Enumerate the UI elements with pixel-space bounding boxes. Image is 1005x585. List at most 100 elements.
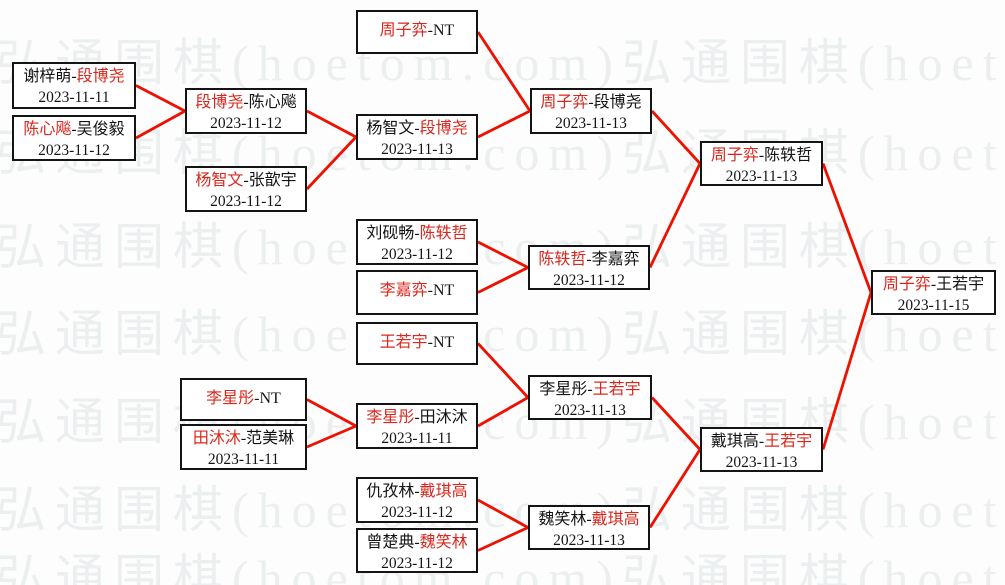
name-separator: -: [758, 433, 765, 450]
match-players: 曾楚典-魏笑林: [358, 532, 476, 553]
match-players: 周子弈-王若宇: [873, 274, 994, 295]
match-players: 陈轶哲-李嘉弈: [530, 249, 648, 270]
player-name-left: 田沐沐: [192, 430, 241, 447]
match-players: 周子弈-NT: [358, 20, 476, 41]
name-separator: -: [71, 121, 77, 138]
match-date: 2023-11-13: [725, 454, 798, 471]
match-box-r5-zhou-chen: 周子弈-陈轶哲 2023-11-13: [700, 141, 823, 186]
player-name-left: 李星彤: [206, 390, 255, 407]
player-name-left: 陈轶哲: [538, 251, 587, 268]
match-date: 2023-11-13: [381, 141, 453, 158]
player-name-right: 田沐沐: [419, 409, 468, 426]
player-name-right: NT: [433, 22, 455, 39]
match-date: 2023-11-13: [725, 168, 798, 185]
match-players: 谢梓萌-段博尧: [14, 66, 134, 87]
match-box-r4-zhou-duan: 周子弈-段博尧 2023-11-13: [530, 88, 652, 134]
player-name-right: 吴俊毅: [76, 121, 125, 138]
player-name-right: 魏笑林: [419, 534, 468, 551]
name-separator: -: [71, 68, 77, 85]
player-name-left: 刘砚畅: [366, 225, 415, 242]
player-name-right: 段博尧: [76, 68, 125, 85]
player-name-right: NT: [433, 334, 455, 351]
match-date: 2023-11-12: [553, 272, 625, 289]
match-players: 杨智文-段博尧: [358, 118, 476, 139]
player-name-right: 王若宇: [592, 381, 641, 398]
match-date: 2023-11-12: [381, 246, 453, 263]
player-name-left: 杨智文: [195, 172, 244, 189]
name-separator: -: [414, 534, 420, 551]
match-box-r4-wei-dai: 魏笑林-戴琪高 2023-11-13: [528, 505, 650, 550]
player-name-right: 陈轶哲: [419, 225, 468, 242]
name-separator: -: [758, 147, 765, 164]
match-box-r3-yang-duan: 杨智文-段博尧 2023-11-13: [356, 114, 478, 160]
player-name-left: 魏笑林: [538, 511, 587, 528]
name-separator: -: [254, 390, 260, 407]
name-separator: -: [414, 225, 420, 242]
match-date: 2023-11-12: [210, 115, 282, 132]
player-name-right: NT: [259, 390, 281, 407]
match-box-r3-zhou-nt: 周子弈-NT: [356, 10, 478, 54]
match-box-r2-lixing-nt: 李星彤-NT: [180, 378, 307, 421]
match-box-r3-wang-nt: 王若宇-NT: [356, 322, 478, 365]
match-players: 田沐沐-范美琳: [182, 428, 305, 449]
match-players: 戴琪高-王若宇: [702, 431, 821, 452]
match-players: 李嘉弈-NT: [358, 280, 476, 301]
player-name-left: 周子弈: [710, 147, 759, 164]
name-separator: -: [427, 334, 433, 351]
match-players: 李星彤-NT: [182, 388, 305, 409]
name-separator: -: [414, 483, 420, 500]
name-separator: -: [587, 381, 593, 398]
match-box-r3-liu-chen: 刘砚畅-陈轶哲 2023-11-12: [356, 219, 478, 265]
match-box-r4-chen-li: 陈轶哲-李嘉弈 2023-11-12: [528, 245, 650, 290]
player-name-right: 戴琪高: [591, 511, 640, 528]
match-date: 2023-11-12: [38, 142, 110, 159]
match-date: 2023-11-12: [210, 193, 282, 210]
match-box-r3-lijia-nt: 李嘉弈-NT: [356, 270, 478, 315]
match-box-r2-yang-zhang: 杨智文-张歆宇 2023-11-12: [185, 166, 307, 212]
match-players: 周子弈-段博尧: [532, 92, 650, 113]
player-name-left: 周子弈: [882, 276, 931, 293]
match-date: 2023-11-12: [381, 555, 453, 572]
match-players: 刘砚畅-陈轶哲: [358, 223, 476, 244]
player-name-left: 李星彤: [539, 381, 588, 398]
match-players: 段博尧-陈心飚: [187, 92, 305, 113]
player-name-right: 陈轶哲: [764, 147, 813, 164]
match-players: 杨智文-张歆宇: [187, 170, 305, 191]
match-box-r4-li-wang: 李星彤-王若宇 2023-11-13: [528, 375, 652, 420]
match-players: 周子弈-陈轶哲: [702, 145, 821, 166]
name-separator: -: [414, 409, 420, 426]
name-separator: -: [243, 172, 249, 189]
match-date: 2023-11-13: [553, 532, 625, 549]
name-separator: -: [243, 94, 249, 111]
player-name-right: 张歆宇: [248, 172, 297, 189]
match-date: 2023-11-15: [897, 297, 970, 314]
match-date: 2023-11-11: [207, 451, 280, 468]
name-separator: -: [586, 511, 592, 528]
player-name-right: 范美琳: [246, 430, 295, 447]
name-separator: -: [414, 120, 420, 137]
player-name-left: 周子弈: [379, 22, 428, 39]
player-name-left: 戴琪高: [710, 433, 759, 450]
match-players: 陈心飚-吴俊毅: [14, 119, 134, 140]
name-separator: -: [427, 282, 433, 299]
match-players: 仇孜林-戴琪高: [358, 481, 476, 502]
match-date: 2023-11-13: [555, 115, 627, 132]
player-name-left: 谢梓萌: [23, 68, 72, 85]
match-players: 李星彤-王若宇: [530, 379, 650, 400]
player-name-left: 李嘉弈: [379, 282, 428, 299]
match-date: 2023-11-13: [554, 402, 626, 419]
player-name-right: 戴琪高: [419, 483, 468, 500]
player-name-left: 李星彤: [366, 409, 415, 426]
name-separator: -: [427, 22, 433, 39]
match-players: 李星彤-田沐沐: [358, 407, 476, 428]
match-box-r5-dai-wang: 戴琪高-王若宇 2023-11-13: [700, 427, 823, 472]
player-name-right: 王若宇: [764, 433, 813, 450]
player-name-left: 杨智文: [366, 120, 415, 137]
player-name-left: 段博尧: [195, 94, 244, 111]
player-name-left: 仇孜林: [366, 483, 415, 500]
player-name-right: 陈心飚: [248, 94, 297, 111]
player-name-right: 段博尧: [593, 94, 642, 111]
